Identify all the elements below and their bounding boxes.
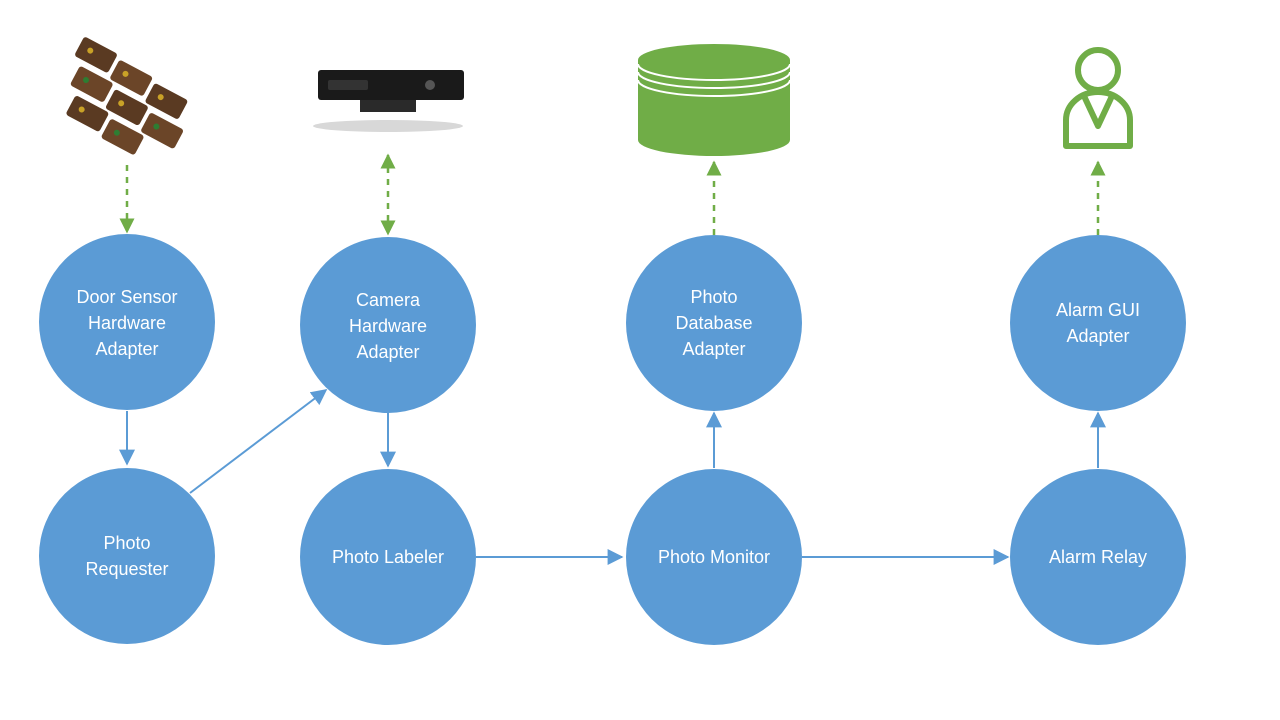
- node-door-sensor-hardware-adapter: Door Sensor Hardware Adapter: [39, 234, 215, 410]
- node-label-line: Camera: [356, 290, 421, 310]
- node-label-line: Photo Labeler: [332, 547, 444, 567]
- node-photo-labeler: Photo Labeler: [300, 469, 476, 645]
- node-label-line: Adapter: [682, 339, 745, 359]
- node-alarm-gui-adapter: Alarm GUI Adapter: [1010, 235, 1186, 411]
- camera-device-icon: [313, 70, 464, 132]
- edge-requester-to-camera: [189, 389, 328, 494]
- node-label-line: Alarm GUI: [1056, 300, 1140, 320]
- node-alarm-relay: Alarm Relay: [1010, 469, 1186, 645]
- node-label-line: Hardware: [349, 316, 427, 336]
- sensor-board-icon: [66, 37, 188, 155]
- node-label-line: Requester: [85, 559, 168, 579]
- node-label-line: Adapter: [95, 339, 158, 359]
- node-label-line: Hardware: [88, 313, 166, 333]
- node-label-line: Adapter: [356, 342, 419, 362]
- database-icon: [637, 44, 791, 156]
- node-camera-hardware-adapter: Camera Hardware Adapter: [300, 237, 476, 413]
- node-photo-monitor: Photo Monitor: [626, 469, 802, 645]
- node-label-line: Door Sensor: [76, 287, 177, 307]
- user-icon: [1063, 47, 1133, 149]
- node-label-line: Database: [675, 313, 752, 333]
- node-photo-database-adapter: Photo Database Adapter: [626, 235, 802, 411]
- node-label-line: Adapter: [1066, 326, 1129, 346]
- node-photo-requester: Photo Requester: [39, 468, 215, 644]
- node-label-line: Alarm Relay: [1049, 547, 1147, 567]
- node-label-line: Photo: [690, 287, 737, 307]
- node-label-line: Photo Monitor: [658, 547, 770, 567]
- node-label-line: Photo: [103, 533, 150, 553]
